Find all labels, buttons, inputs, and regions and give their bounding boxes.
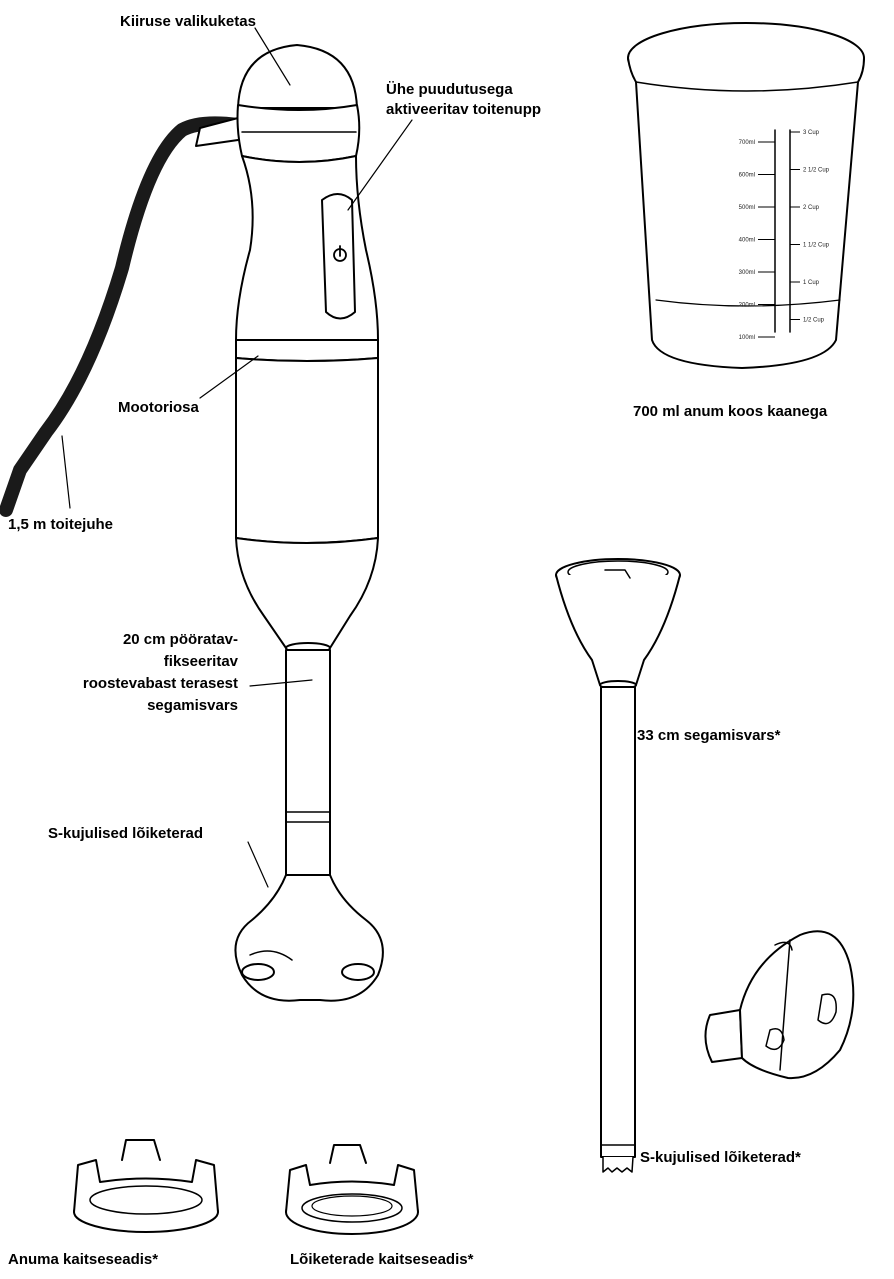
label-blades-main: S-kujulised lõiketerad	[48, 824, 203, 843]
ml-tick-label: 500ml	[739, 205, 755, 211]
ml-tick-label: 400ml	[739, 238, 755, 244]
cup-tick-label: 3 Cup	[803, 130, 820, 136]
label-blades-extra: S-kujulised lõiketerad*	[640, 1148, 801, 1167]
label-power-button-1: Ühe puudutusega	[386, 80, 513, 99]
label-beaker-guard: Anuma kaitseseadis*	[8, 1250, 158, 1269]
cup-tick-label: 2 1/2 Cup	[803, 168, 830, 174]
cup-tick-label: 1/2 Cup	[803, 318, 825, 324]
label-speed-dial: Kiiruse valikuketas	[120, 12, 256, 31]
label-shaft20-3: roostevabast terasest	[83, 674, 238, 693]
cup-tick-label: 1 Cup	[803, 280, 820, 286]
label-shaft33: 33 cm segamisvars*	[637, 726, 780, 745]
label-shaft20-1: 20 cm pööratav-	[123, 630, 238, 649]
ml-tick-label: 200ml	[739, 303, 755, 309]
cup-tick-label: 2 Cup	[803, 205, 820, 211]
label-shaft20-4: segamisvars	[147, 696, 238, 715]
label-beaker: 700 ml anum koos kaanega	[633, 402, 827, 421]
ml-tick-label: 600ml	[739, 173, 755, 179]
ml-tick-label: 100ml	[739, 335, 755, 341]
cup-tick-label: 1 1/2 Cup	[803, 243, 830, 249]
label-power-button-2: aktiveeritav toitenupp	[386, 100, 541, 119]
label-motor: Mootoriosa	[118, 398, 199, 417]
label-cord: 1,5 m toitejuhe	[8, 515, 113, 534]
label-shaft20-2: fikseeritav	[164, 652, 238, 671]
ml-tick-label: 700ml	[739, 140, 755, 146]
label-blade-guard: Lõiketerade kaitseseadis*	[290, 1250, 473, 1269]
ml-tick-label: 300ml	[739, 270, 755, 276]
